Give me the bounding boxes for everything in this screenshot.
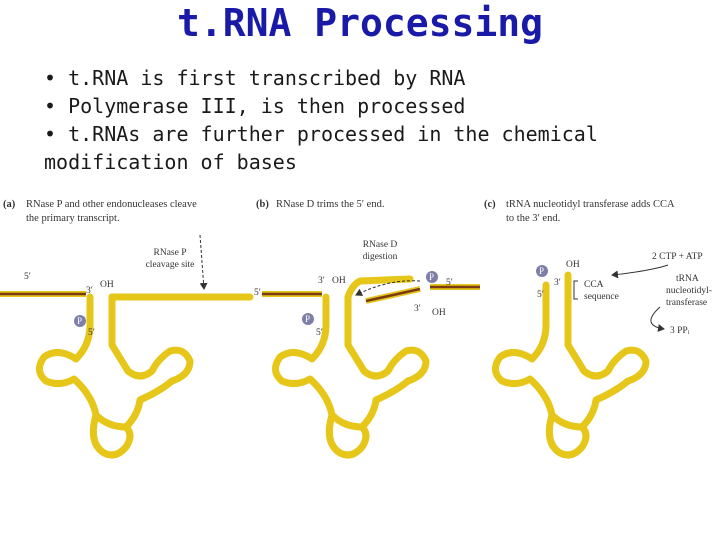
panel-a-caption: the primary transcript.: [26, 213, 120, 224]
panel-a-letter: (a): [3, 199, 16, 210]
panel-b-caption: RNase D trims the 5′ end.: [276, 199, 384, 210]
hydroxyl-label: OH: [432, 308, 446, 318]
three-prime-label: 3′: [414, 304, 421, 314]
hydroxyl-label: OH: [332, 276, 346, 286]
cca-bracket: [573, 280, 578, 300]
three-prime-label: 3′: [554, 278, 561, 288]
phosphate-label: P: [305, 314, 310, 324]
panel-c-caption: tRNA nucleotidyl transferase adds CCA: [506, 199, 675, 210]
five-prime-label: 5′: [446, 278, 453, 288]
phosphate-icon: [74, 315, 86, 327]
three-prime-label: 3′: [318, 276, 325, 286]
five-prime-label: 5′: [537, 290, 544, 300]
hydroxyl-label: OH: [100, 280, 114, 290]
cleavage-arrow: [199, 234, 208, 290]
hydroxyl-label: OH: [566, 260, 580, 270]
panel-a-caption: RNase P and other endonucleases cleave: [26, 199, 197, 210]
trna-cloverleaf: [36, 293, 194, 431]
three-prime-label: 3′: [86, 286, 93, 296]
phosphate-label: P: [539, 266, 544, 276]
cca-label: CCA: [584, 280, 604, 290]
product-label: 3 PPᵢ: [670, 326, 690, 336]
phosphate-icon: [536, 265, 548, 277]
cleavage-site-label: RNase P: [154, 248, 187, 258]
five-prime-label: 5′: [88, 328, 95, 338]
slide-title: t.RNA Processing: [176, 1, 544, 45]
anticodon-loop: [89, 411, 134, 459]
five-prime-label: 5′: [254, 288, 261, 298]
trna-cloverleaf: [272, 293, 430, 431]
acceptor-strand: [344, 275, 414, 301]
bullet-item: • t.RNAs are further processed in the ch…: [44, 122, 598, 174]
bullet-item: • Polymerase III, is then processed: [44, 94, 466, 118]
enzyme-label: nucleotidyl-: [666, 286, 712, 296]
anticodon-loop: [325, 411, 370, 459]
panel-c: (c) tRNA nucleotidyl transferase adds CC…: [484, 199, 712, 459]
panel-b-letter: (b): [256, 199, 269, 210]
digested-strand-core: [365, 287, 421, 303]
phosphate-icon: [426, 271, 438, 283]
product-arrow: [650, 306, 665, 332]
substrate-arrow: [611, 264, 669, 279]
trna-cloverleaf: [492, 271, 650, 431]
five-prime-label: 5′: [316, 328, 323, 338]
phosphate-label: P: [77, 316, 82, 326]
cca-label: sequence: [584, 292, 619, 302]
panel-a: (a) RNase P and other endonucleases clea…: [0, 199, 254, 459]
digestion-label: digestion: [363, 252, 398, 262]
digestion-label: RNase D: [363, 240, 398, 250]
bullet-item: • t.RNA is first transcribed by RNA: [44, 66, 466, 90]
trna-processing-figure: (a) RNase P and other endonucleases clea…: [0, 199, 712, 459]
phosphate-label: P: [429, 272, 434, 282]
panel-c-caption: to the 3′ end.: [506, 213, 560, 224]
anticodon-loop: [545, 411, 590, 459]
digestion-arrow: [355, 280, 421, 296]
phosphate-icon: [302, 313, 314, 325]
panel-c-letter: (c): [484, 199, 496, 210]
enzyme-label: tRNA: [676, 274, 699, 284]
cleavage-site-label: cleavage site: [146, 260, 195, 270]
enzyme-label: transferase: [666, 297, 707, 308]
bullet-list: • t.RNA is first transcribed by RNA • Po…: [44, 64, 684, 176]
substrate-label: 2 CTP + ATP: [652, 252, 703, 262]
five-prime-label: 5′: [24, 272, 31, 282]
panel-b: (b) RNase D trims the 5′ end. RNase D di…: [254, 199, 480, 459]
